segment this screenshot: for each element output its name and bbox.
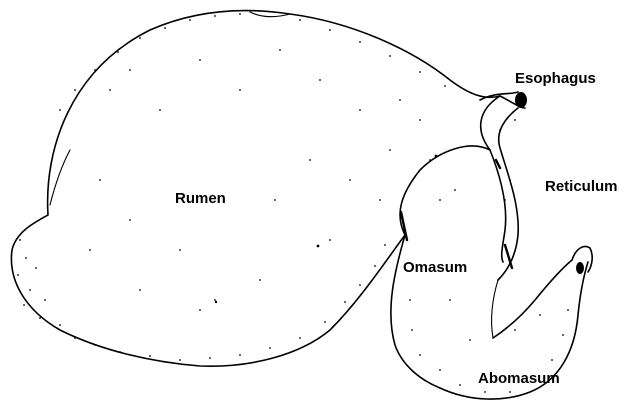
abomasum-opening <box>576 262 584 274</box>
omasum-outline <box>391 235 440 388</box>
esophagus-opening <box>515 92 527 108</box>
rumen-outline <box>11 11 500 367</box>
reticulum-inner <box>490 150 506 262</box>
rumen-label: Rumen <box>175 190 226 207</box>
rumen-fold-upper <box>50 150 70 205</box>
omasum-inner <box>492 280 498 338</box>
rumen-stippling <box>17 13 456 361</box>
reticulum-label: Reticulum <box>545 178 618 195</box>
esophagus-label: Esophagus <box>515 70 596 87</box>
omasum-label: Omasum <box>403 259 467 276</box>
lower-chamber-stippling <box>409 119 569 393</box>
abomasum-label: Abomasum <box>478 370 560 387</box>
omasum-fold-right <box>505 245 512 268</box>
